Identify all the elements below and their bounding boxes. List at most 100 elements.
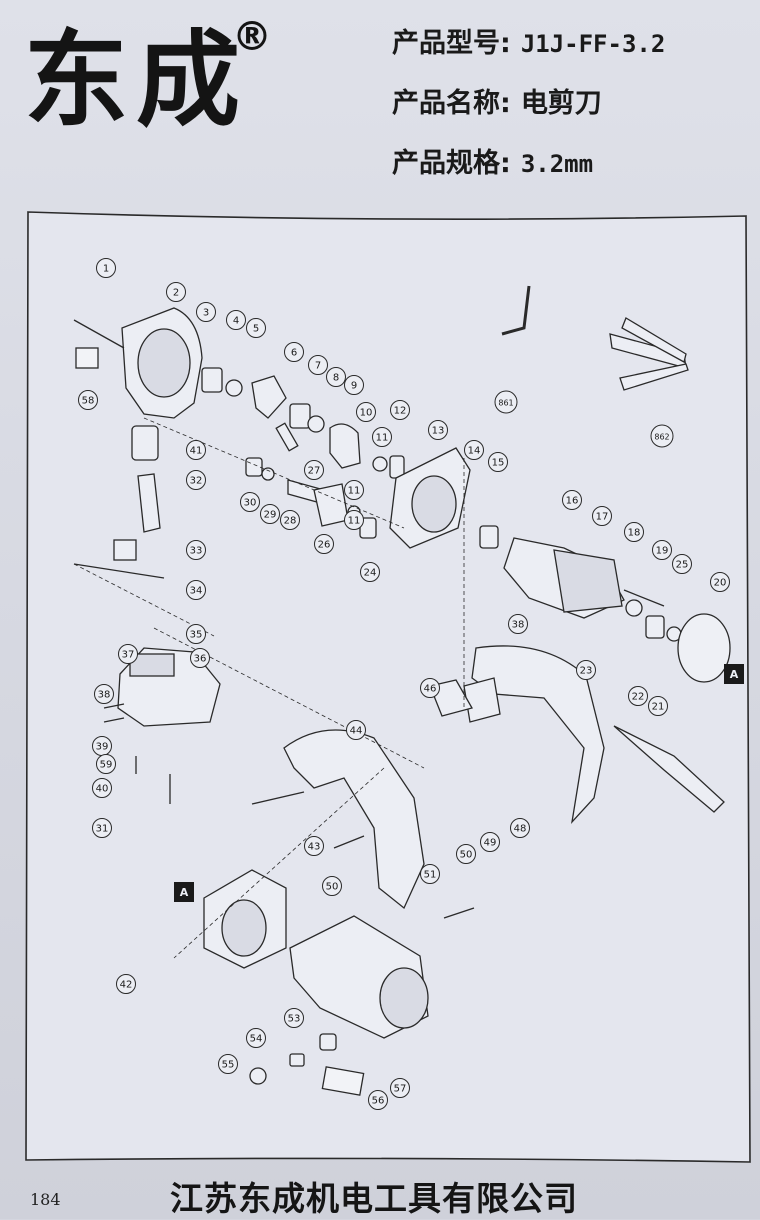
- callout-number: 50: [460, 850, 473, 861]
- callout-circle: [368, 1090, 388, 1110]
- callout-number: 7: [315, 361, 321, 372]
- callout-circle: [78, 390, 98, 410]
- callout-number: 23: [580, 666, 593, 677]
- callout-circle: [92, 778, 112, 798]
- callout-number: 27: [308, 466, 321, 477]
- callout-circle: [246, 1028, 266, 1048]
- callout-circle: [96, 754, 116, 774]
- callout-circle: [562, 490, 582, 510]
- callout-circle: [344, 480, 364, 500]
- callout-layer: 1234567891011111112131415161718192021222…: [78, 258, 744, 1110]
- company-name: 江苏东成机电工具有限公司: [170, 1179, 578, 1218]
- callout-8: 8: [326, 367, 346, 387]
- callout-1: 1: [96, 258, 116, 278]
- callout-20: 20: [710, 572, 730, 592]
- callout-circle: [226, 310, 246, 330]
- callout-number: 40: [96, 784, 109, 795]
- spec-name: 产品名称:电剪刀: [392, 90, 602, 117]
- callout-circle: [308, 355, 328, 375]
- spec-model-label: 产品型号:: [392, 28, 511, 59]
- marker-A2: A: [724, 664, 744, 684]
- callout-circle: [116, 974, 136, 994]
- callout-number: 54: [250, 1034, 263, 1045]
- callout-862: 862: [650, 424, 674, 448]
- callout-circle: [186, 470, 206, 490]
- callout-circle: [390, 1078, 410, 1098]
- callout-circle: [240, 492, 260, 512]
- callout-11b: 11: [344, 480, 364, 500]
- callout-circle: [186, 580, 206, 600]
- callout-number: 51: [424, 870, 437, 881]
- callout-number: 11: [348, 516, 361, 527]
- callout-14: 14: [464, 440, 484, 460]
- callout-56: 56: [368, 1090, 388, 1110]
- callout-58: 58: [78, 390, 98, 410]
- callout-number: 11: [348, 486, 361, 497]
- callout-circle: [92, 818, 112, 838]
- part-screw-1: [73, 319, 125, 349]
- callout-circle: [494, 390, 518, 414]
- callout-circle: [96, 258, 116, 278]
- part-front-handle: [283, 729, 425, 910]
- callout-number: 31: [96, 824, 109, 835]
- part-holder-32: [131, 425, 159, 461]
- marker-A1: A: [174, 882, 194, 902]
- callout-number: 16: [566, 496, 579, 507]
- part-brush-holder: [677, 613, 731, 683]
- spec-size: 产品规格:3.2mm: [392, 150, 593, 177]
- part-rear-handle: [471, 645, 605, 825]
- callout-27: 27: [304, 460, 324, 480]
- callout-number: 39: [96, 742, 109, 753]
- callout-circle: [420, 864, 440, 884]
- callout-3: 3: [196, 302, 216, 322]
- callout-circle: [672, 554, 692, 574]
- callout-circle: [592, 506, 612, 526]
- callout-circle: [246, 318, 266, 338]
- callout-circle: [304, 836, 324, 856]
- callout-36: 36: [190, 648, 210, 668]
- callout-circle: [480, 832, 500, 852]
- callout-number: 50: [326, 882, 339, 893]
- callout-circle: [508, 614, 528, 634]
- callout-48: 48: [510, 818, 530, 838]
- callout-number: 46: [424, 684, 437, 695]
- callout-circle: [304, 460, 324, 480]
- callout-number: 25: [676, 560, 689, 571]
- callout-circle: [420, 678, 440, 698]
- callout-circle: [456, 844, 476, 864]
- callout-44: 44: [346, 720, 366, 740]
- callout-circle: [356, 402, 376, 422]
- callout-22: 22: [628, 686, 648, 706]
- callout-39: 39: [92, 736, 112, 756]
- callout-number: 24: [364, 568, 377, 579]
- callout-32: 32: [186, 470, 206, 490]
- callout-30: 30: [240, 492, 260, 512]
- callout-51: 51: [420, 864, 440, 884]
- callout-circle: [488, 452, 508, 472]
- callout-number: 20: [714, 578, 727, 589]
- callout-number: 22: [632, 692, 645, 703]
- callout-35: 35: [186, 624, 206, 644]
- callout-number: 26: [318, 540, 331, 551]
- callout-number: 18: [628, 528, 641, 539]
- callout-number: 1: [103, 264, 109, 275]
- marker-letter: A: [730, 668, 739, 681]
- callout-number: 49: [484, 838, 497, 849]
- callout-number: 11: [376, 433, 389, 444]
- callout-number: 28: [284, 516, 297, 527]
- callout-circle: [464, 440, 484, 460]
- callout-53: 53: [284, 1008, 304, 1028]
- callout-46: 46: [420, 678, 440, 698]
- spec-name-value: 电剪刀: [520, 88, 602, 119]
- callout-number: 6: [291, 348, 297, 359]
- callout-number: 32: [190, 476, 203, 487]
- part-plate-58: [75, 347, 99, 369]
- callout-40: 40: [92, 778, 112, 798]
- callout-38b: 38: [508, 614, 528, 634]
- callout-number: 48: [514, 824, 527, 835]
- callout-circle: [710, 572, 730, 592]
- callout-number: 42: [120, 980, 133, 991]
- spec-size-value: 3.2mm: [520, 150, 594, 178]
- callout-number: 14: [468, 446, 481, 457]
- callout-number: 15: [492, 458, 505, 469]
